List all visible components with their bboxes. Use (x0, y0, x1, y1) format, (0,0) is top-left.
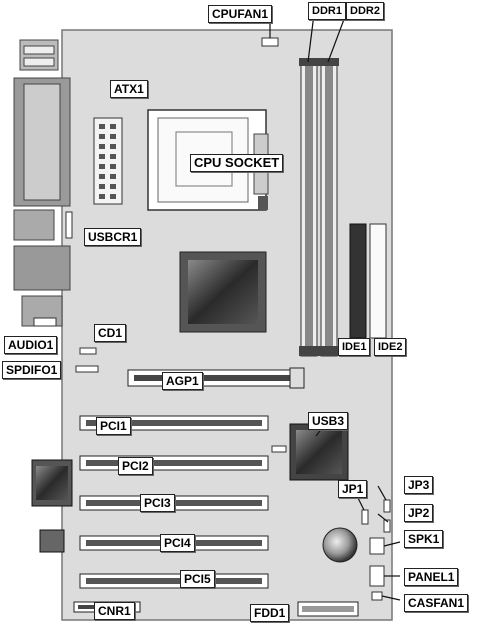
leader-lines (269, 13, 401, 601)
label-jp1: JP1 (338, 480, 368, 498)
atx-connector (93, 117, 123, 205)
label-pci5: PCI5 (180, 570, 215, 588)
agp-slot (127, 367, 305, 389)
label-spdifo1: SPDIFO1 (2, 361, 62, 379)
label-jp2: JP2 (404, 504, 434, 522)
label-cpu-socket: CPU SOCKET (190, 154, 284, 172)
label-pci1: PCI1 (96, 417, 131, 435)
dimm-slots (299, 58, 339, 357)
usb3-header (271, 445, 287, 453)
label-usbcr1: USBCR1 (84, 228, 142, 246)
southbridge-chip (289, 423, 349, 481)
label-ddr1: DDR1 (308, 2, 346, 20)
pci-slots (79, 415, 269, 589)
ide-connectors (349, 223, 387, 339)
io-chip (31, 459, 73, 553)
label-spk1: SPK1 (404, 530, 444, 548)
label-cd1: CD1 (94, 324, 127, 342)
label-agp1: AGP1 (162, 372, 203, 390)
cmos-battery (322, 527, 358, 563)
label-ide1: IDE1 (338, 338, 371, 356)
label-casfan1: CASFAN1 (404, 594, 469, 612)
label-usb3: USB3 (308, 412, 349, 430)
back-panel-io (13, 39, 71, 327)
misc-headers (33, 211, 99, 373)
jumper-headers (361, 499, 391, 601)
cpufan-header (261, 37, 279, 47)
label-audio1: AUDIO1 (4, 336, 58, 354)
fdd-connector (297, 601, 359, 617)
label-cpufan1: CPUFAN1 (208, 5, 273, 23)
label-pci3: PCI3 (140, 494, 175, 512)
northbridge-chip (179, 251, 267, 333)
label-ddr2: DDR2 (346, 2, 384, 20)
label-pci2: PCI2 (118, 457, 153, 475)
label-cnr1: CNR1 (94, 602, 135, 620)
label-panel1: PANEL1 (404, 568, 459, 586)
label-pci4: PCI4 (160, 534, 195, 552)
label-atx1: ATX1 (110, 80, 148, 98)
label-fdd1: FDD1 (250, 604, 290, 622)
label-ide2: IDE2 (374, 338, 407, 356)
label-jp3: JP3 (404, 476, 434, 494)
